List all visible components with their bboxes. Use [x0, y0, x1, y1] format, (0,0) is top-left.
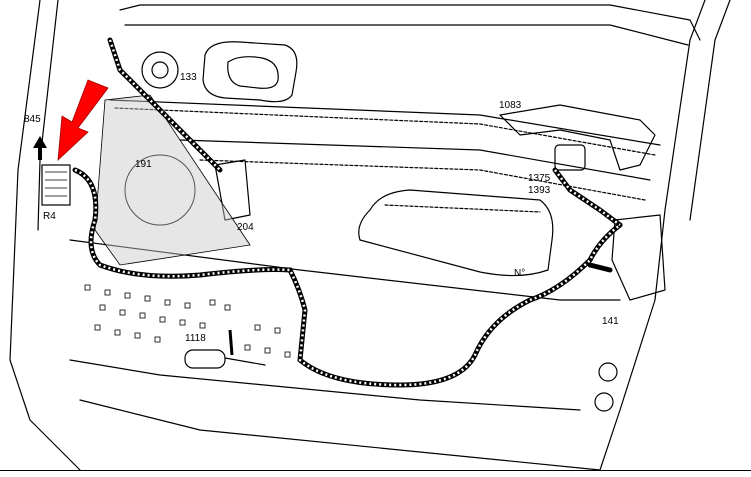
callout-141: 141	[602, 316, 619, 327]
callout-1375: 1375	[528, 173, 551, 184]
up-arrow-icon	[33, 136, 47, 160]
module-1375	[554, 144, 586, 171]
callout-r4: R4	[43, 211, 56, 222]
connector-1118	[184, 349, 226, 369]
callout-845: 845	[24, 114, 41, 125]
callout-204: 204	[237, 222, 254, 233]
footer-rule	[0, 470, 751, 471]
callout-133: 133	[180, 72, 197, 83]
armrest	[358, 189, 554, 277]
handle-recess	[202, 41, 298, 103]
latch-plate	[611, 214, 666, 301]
latch-hole-1	[598, 362, 618, 382]
handle-recess-inner	[227, 56, 279, 89]
belt-line-1	[109, 99, 661, 146]
latch-hole-2	[594, 392, 614, 412]
belt-line-4	[199, 159, 646, 201]
connector-r4	[41, 164, 71, 206]
callout-1393: 1393	[528, 185, 551, 196]
callout-191: 191	[135, 159, 152, 170]
callout-number: N°	[514, 268, 526, 279]
red-arrow-icon	[57, 79, 109, 162]
lower-panel-bottom	[69, 359, 581, 411]
callout-1118: 1118	[185, 333, 206, 344]
armrest-stitch	[384, 204, 541, 213]
perforation-pattern	[84, 284, 291, 358]
speaker-133	[141, 51, 179, 89]
window-line-inner	[124, 24, 689, 46]
door-frame-left	[9, 0, 81, 471]
connector-204	[214, 159, 251, 221]
door-frame-right-outer	[689, 0, 731, 221]
callout-1083: 1083	[499, 100, 522, 111]
window-line-top	[119, 4, 701, 41]
door-bottom	[79, 399, 601, 471]
grab-handle	[499, 104, 656, 171]
door-frame-right	[599, 0, 706, 471]
belt-line-3	[179, 139, 651, 181]
belt-line-2	[114, 107, 656, 156]
